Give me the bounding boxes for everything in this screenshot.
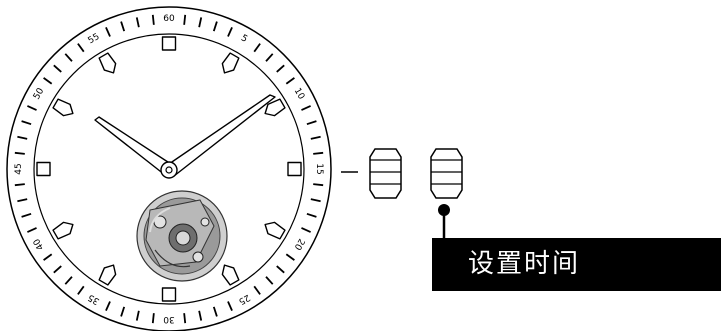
hour-marker xyxy=(98,264,117,286)
dial-edge xyxy=(33,33,305,305)
minute-tick xyxy=(253,285,261,295)
minute-tick xyxy=(21,120,32,126)
minute-tick xyxy=(43,253,53,261)
hour-marker xyxy=(264,221,286,240)
minute-numeral: 10 xyxy=(292,87,307,102)
minute-tick xyxy=(105,301,111,311)
minute-tick xyxy=(135,310,140,321)
minute-tick xyxy=(276,265,285,274)
minute-numeral: 30 xyxy=(163,314,175,324)
hour-marker xyxy=(52,98,74,117)
minute-tick xyxy=(227,301,233,311)
minute-tick xyxy=(151,14,155,25)
minute-tick xyxy=(120,21,126,32)
hour-marker xyxy=(36,161,51,177)
minute-tick xyxy=(64,276,73,285)
minute-numeral: 55 xyxy=(87,32,102,46)
minute-tick xyxy=(120,306,126,317)
minute-tick xyxy=(14,183,25,187)
minute-tick xyxy=(313,183,324,187)
minute-tick xyxy=(212,21,218,32)
minute-tick xyxy=(64,53,73,62)
hands-center xyxy=(160,161,178,179)
minute-tick xyxy=(17,135,28,140)
minute-tick xyxy=(43,77,53,85)
minute-tick xyxy=(301,105,311,111)
hour-marker xyxy=(98,52,117,74)
minute-tick xyxy=(198,17,203,28)
minute-tick xyxy=(27,227,37,233)
minute-tick xyxy=(53,64,62,73)
hour-marker xyxy=(161,287,177,302)
minute-tick xyxy=(183,313,187,324)
crown-position-1 xyxy=(430,148,463,199)
minute-tick xyxy=(265,276,274,285)
minute-tick xyxy=(17,198,28,203)
hour-marker xyxy=(52,221,74,240)
minute-numeral: 60 xyxy=(163,14,175,24)
minute-tick xyxy=(310,198,321,203)
minute-tick xyxy=(198,310,203,321)
minute-numeral: 40 xyxy=(32,236,47,251)
minute-tick xyxy=(27,105,37,111)
minute-ticks xyxy=(14,14,324,324)
minute-tick xyxy=(212,306,218,317)
minute-numeral: 5 xyxy=(239,33,249,45)
watch-hands xyxy=(94,94,276,179)
set-time-label: 设置时间 xyxy=(468,249,581,279)
hour-marker xyxy=(264,98,286,117)
hour-marker xyxy=(287,161,302,177)
minute-tick xyxy=(285,253,295,261)
minute-tick xyxy=(77,43,85,53)
crown-position-0 xyxy=(369,148,402,199)
minute-tick xyxy=(276,64,285,73)
minute-numeral: 20 xyxy=(292,237,307,252)
hour-markers xyxy=(36,36,302,302)
hour-marker xyxy=(221,52,240,74)
hour-marker xyxy=(161,36,177,51)
minute-numeral: 35 xyxy=(87,292,102,306)
minute-tick xyxy=(21,212,32,218)
outer-bezel xyxy=(6,6,332,331)
minute-tick xyxy=(77,285,85,295)
minute-tick xyxy=(53,265,62,274)
minute-tick xyxy=(105,27,111,37)
minute-tick xyxy=(306,120,317,126)
minute-tick xyxy=(227,27,233,37)
set-time-callout: 设置时间 xyxy=(432,238,721,291)
minute-tick xyxy=(135,17,140,28)
minute-numeral: 15 xyxy=(314,163,324,174)
minute-tick xyxy=(313,151,324,155)
minute-tick xyxy=(14,151,25,155)
minute-hand xyxy=(165,94,276,177)
minute-numeral: 25 xyxy=(237,292,252,306)
minute-tick xyxy=(306,212,317,218)
skeleton-movement xyxy=(136,190,228,282)
minute-tick xyxy=(151,313,155,324)
minute-numeral: 45 xyxy=(14,163,24,174)
minute-tick xyxy=(310,135,321,140)
minute-tick xyxy=(301,227,311,233)
minute-tick xyxy=(285,77,295,85)
hour-marker xyxy=(221,264,240,286)
minute-tick xyxy=(253,43,261,53)
minute-numeral: 50 xyxy=(32,86,47,101)
minute-tick xyxy=(183,14,187,25)
minute-tick xyxy=(265,53,274,62)
